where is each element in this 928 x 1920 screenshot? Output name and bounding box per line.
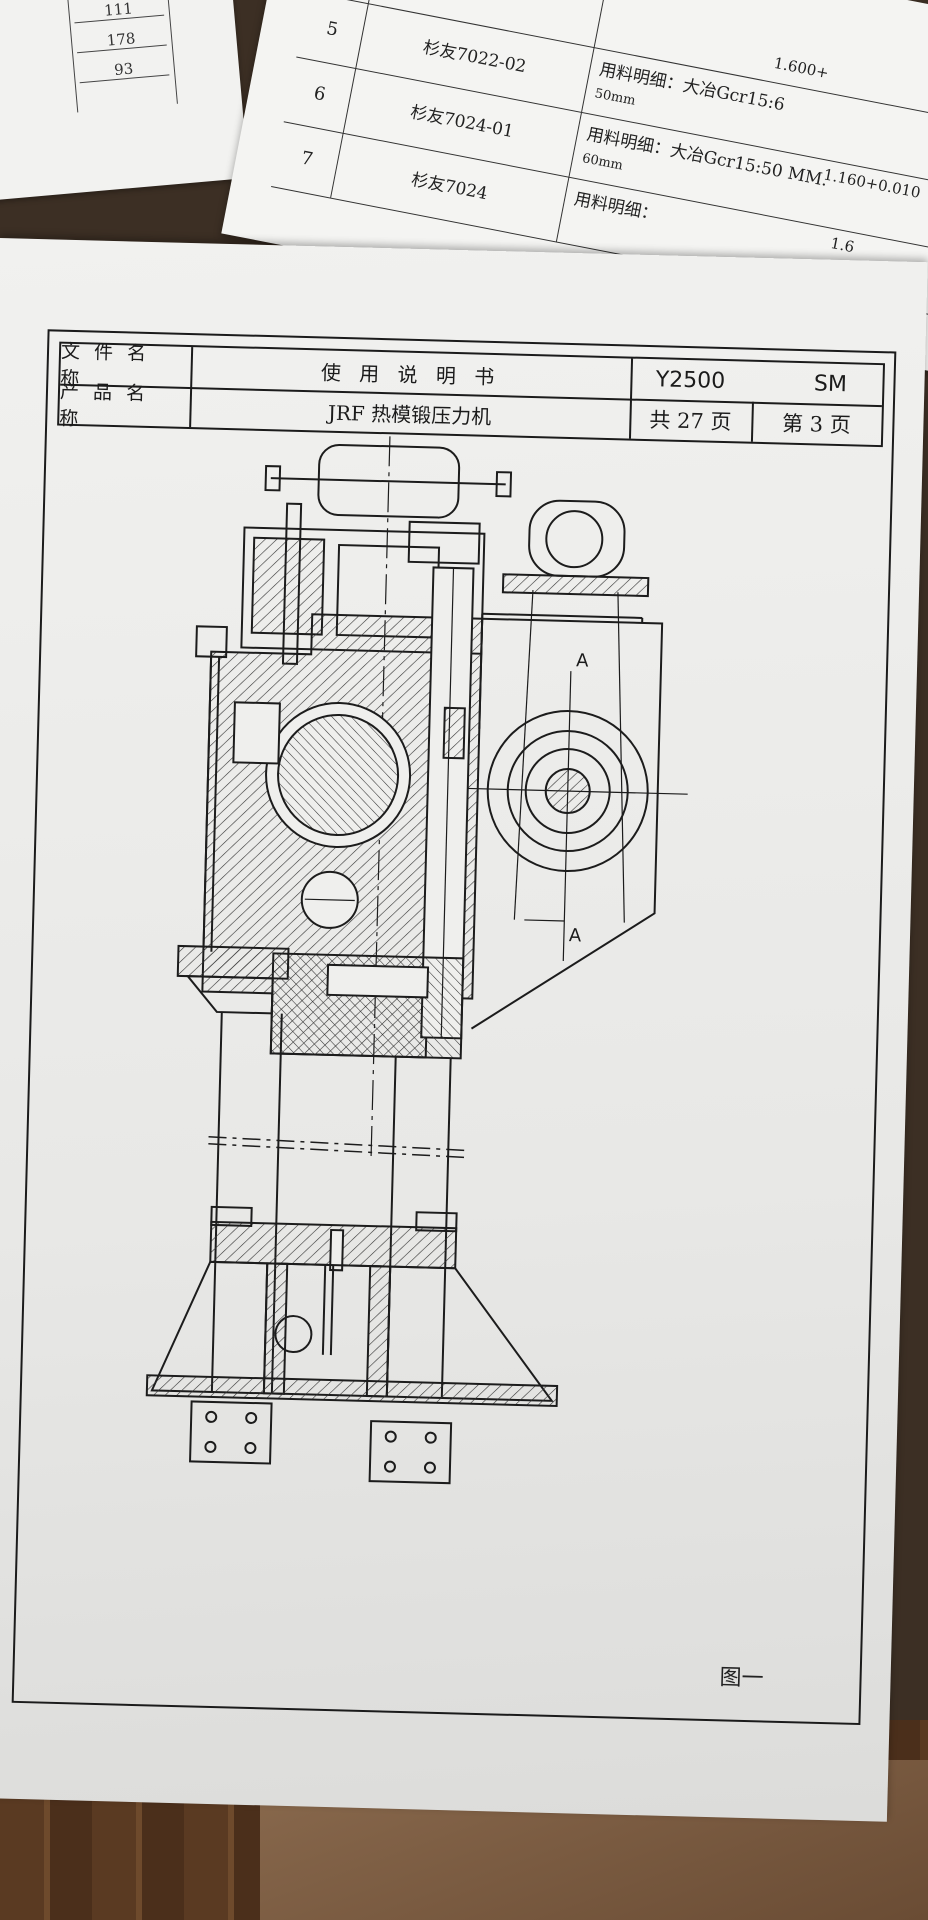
drawing-sheet: 文件名称 使 用 说 明 书 Y2500 SM 产品名称 JRF 热模锻压力机 … (0, 238, 928, 1822)
gearbox (176, 944, 290, 980)
product-name-label: 产品名称 (59, 380, 160, 431)
model-number: Y2500 (655, 366, 726, 394)
doc-code: SM (813, 370, 848, 397)
drawing-frame: 文件名称 使 用 说 明 书 Y2500 SM 产品名称 JRF 热模锻压力机 … (11, 329, 897, 1726)
size-spec: 60mm (580, 151, 625, 174)
total-pages: 共 27 页 (649, 408, 732, 435)
section-marker-top: A (576, 650, 590, 671)
page-number: 第 3 页 (781, 411, 852, 438)
tolerance: 1.600+ (772, 53, 831, 83)
foot-left (189, 1400, 273, 1465)
figure-label: 图一 (719, 1665, 764, 1692)
foot-right (368, 1420, 453, 1485)
press-machine-drawing: A A (145, 436, 688, 1485)
base-plate (145, 1374, 559, 1407)
background-paper-left: 111 178 93 (0, 0, 249, 202)
size-spec: 50mm (593, 86, 637, 109)
number-cell: 111 (72, 0, 165, 24)
tolerance: 1.6 (828, 234, 856, 257)
number-cell: 93 (78, 56, 170, 84)
section-marker-bottom: A (569, 925, 583, 946)
number-cell: 178 (75, 26, 167, 54)
